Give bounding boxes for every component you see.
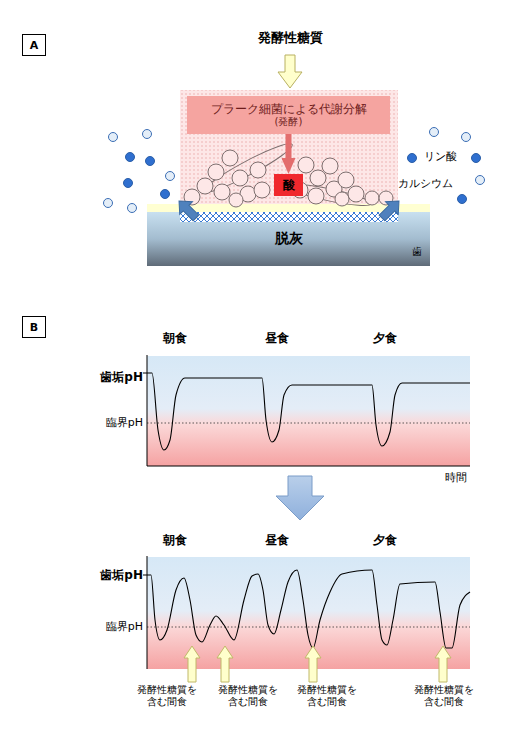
axis-label: 時間 [431,471,481,484]
calcium-ion [124,179,133,188]
coccus [250,162,266,178]
coccus [298,157,314,173]
snack-arrow [217,646,233,682]
tooth-label: 歯 [412,246,422,258]
coccus [310,170,326,186]
snack-arrow [184,646,200,682]
phosphate-ion [430,128,439,137]
calcium-ion [161,190,170,199]
phosphate-ion [476,176,485,185]
ion-particles [104,128,485,213]
y-axis [147,355,148,466]
critical-ph-line [147,423,470,424]
coccus [214,184,230,200]
phosphate-ion [104,199,113,208]
process-box: プラーク細菌による代謝分解(発酵) [187,96,390,134]
ph-curve [147,373,470,450]
coccus [254,182,270,198]
snack-note: 発酵性糖質を 含む間食 [208,684,288,708]
meal-label: 朝食 [150,533,200,547]
calcium-ion [408,154,417,163]
phosphate-ion [143,130,152,139]
calcium-ion [458,195,467,204]
process-title: プラーク細菌による代謝分解 [211,102,367,116]
axis-tick [143,373,147,374]
snack-note: 発酵性糖質を 含む間食 [404,684,484,708]
meal-label: 朝食 [150,331,200,345]
panel-label-box: A [22,34,46,56]
meal-label: 昼食 [252,331,302,345]
coccus [208,164,224,180]
meal-label: 夕食 [360,533,410,547]
input-label: 発酵性糖質 [240,30,340,46]
axis-label: 歯垢pH [73,370,143,384]
acid-label: 酸 [283,177,295,194]
meal-label: 昼食 [252,533,302,547]
ph-curve [147,570,470,648]
acid-box: 酸 [274,174,303,196]
panel-letter: B [30,321,38,334]
phosphate-ion [109,133,118,142]
bacteria-cluster [184,138,393,209]
coccus [308,188,324,204]
phosphate-ion [128,204,137,213]
tooth-process-label: 脱灰 [147,230,430,247]
ion-label: カルシウム [398,177,470,190]
snack-note: 発酵性糖質を 含む間食 [127,684,207,708]
calcium-ion [472,154,481,163]
ph-band [147,356,470,466]
threshold-label: 臨界pH [73,620,143,633]
coccus [197,178,213,194]
coccus [338,172,354,188]
input-arrow [278,55,302,88]
axis-tick [143,575,147,576]
phosphate-ion [462,133,471,142]
coccus [222,150,238,166]
threshold-label: 臨界pH [73,416,143,429]
coccus [335,192,349,206]
calcium-ion [146,157,155,166]
coccus [229,193,243,207]
coccus [348,186,364,202]
panel-label-box: B [22,316,46,338]
coccus [184,189,200,205]
critical-ph-line [147,627,470,628]
snack-arrow [305,646,321,682]
flow-arrow [286,134,292,164]
snack-arrow [435,646,451,682]
ion-label: リン酸 [424,150,484,163]
x-axis [147,466,470,467]
coccus [365,191,379,205]
coccus [379,191,393,205]
snack-note: 発酵性糖質を 含む間食 [287,684,367,708]
coccus [232,170,248,186]
transition-arrow [276,476,324,520]
axis-label: 歯垢pH [73,568,143,582]
plaque-region [180,90,398,208]
phosphate-ion [166,172,175,181]
y-axis [147,556,148,669]
coccus [322,158,338,174]
panel-letter: A [30,39,39,52]
tooth-block: 脱灰歯 [147,212,430,266]
meal-label: 夕食 [360,331,410,345]
calcium-ion [126,153,135,162]
process-subtitle: (発酵) [275,116,303,128]
